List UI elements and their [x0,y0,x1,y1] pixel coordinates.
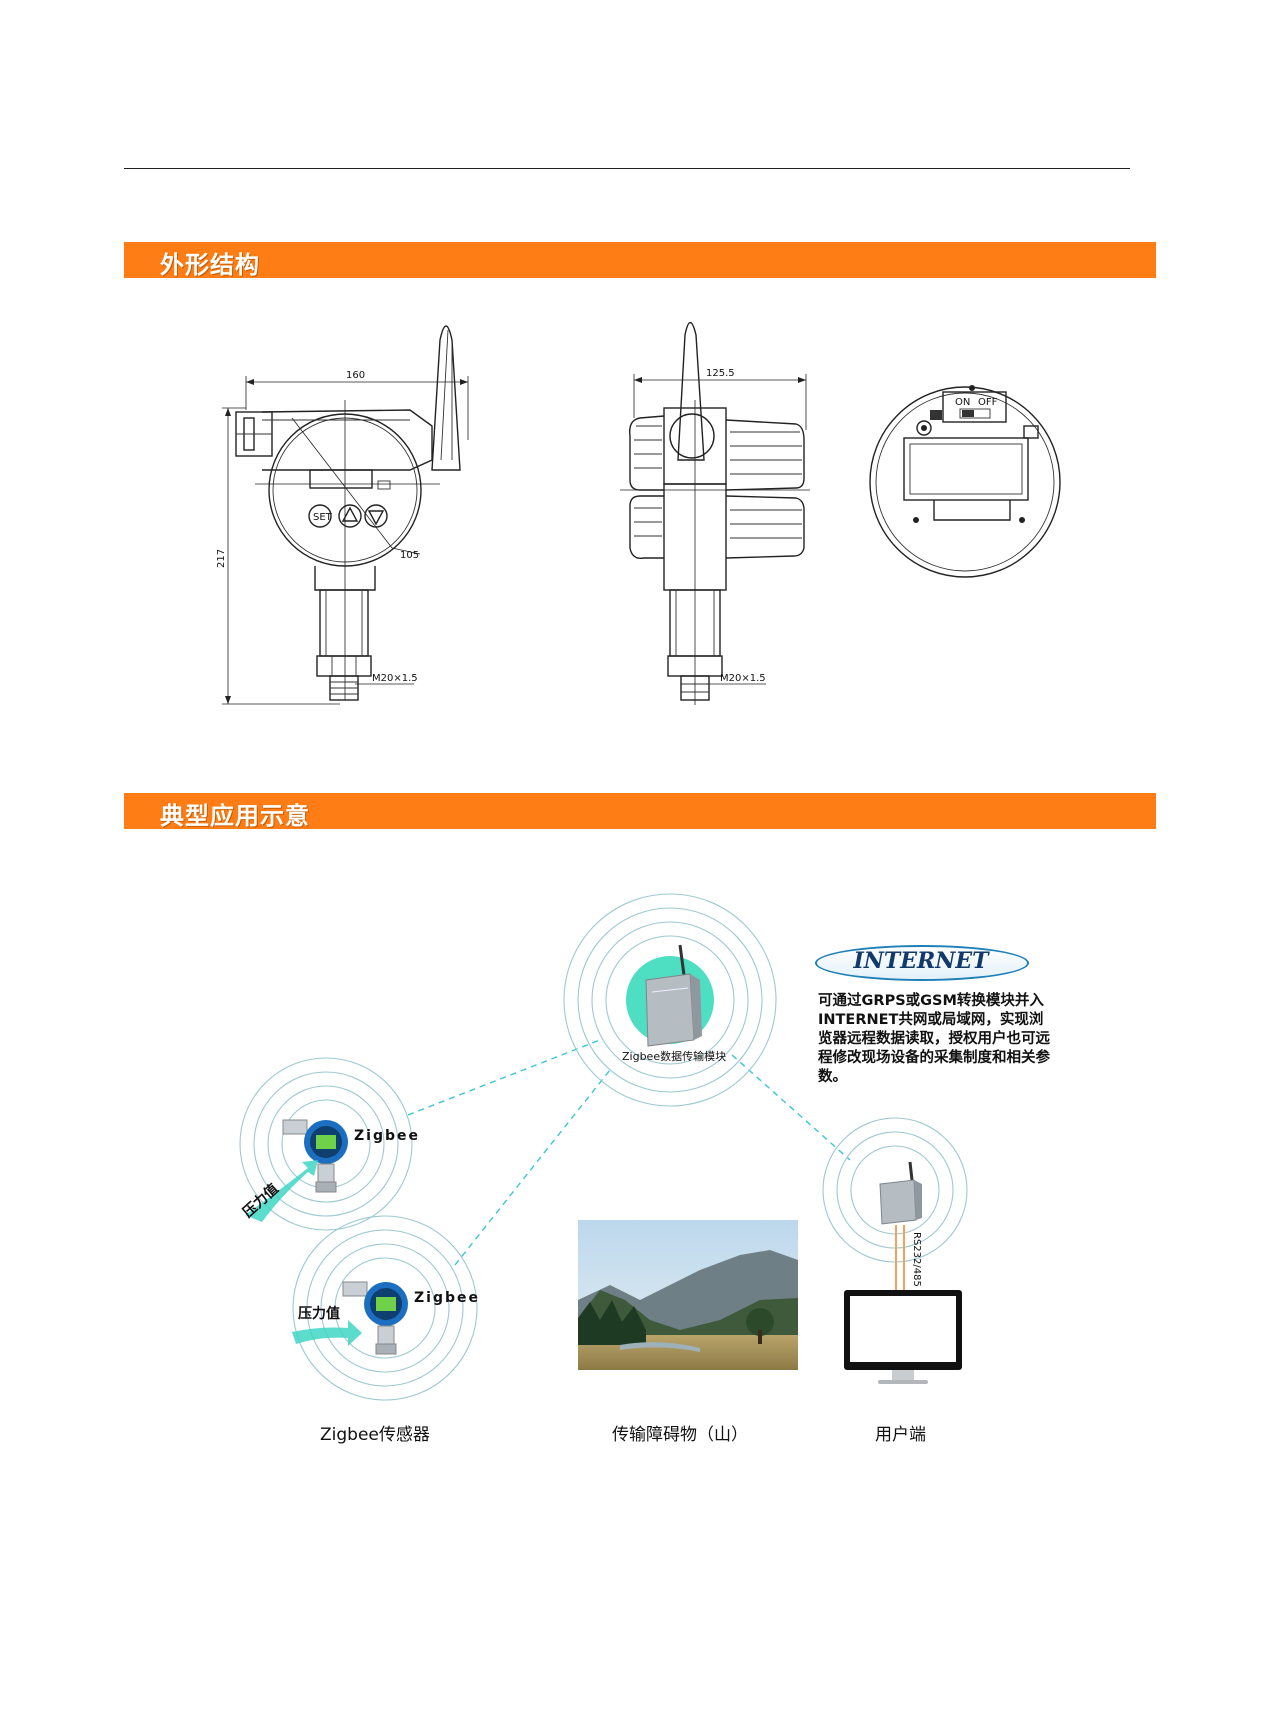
section-banner-application: 典型应用示意 [124,793,1156,830]
mountain-obstacle-image [578,1220,798,1370]
section-title-structure: 外形结构 [160,251,260,279]
section-banner-structure: 外形结构 [124,242,1156,279]
internet-logo: INTERNET [815,945,1029,981]
caption-user: 用户端 [875,1425,926,1445]
module-label: Zigbee数据传输模块 [622,1049,726,1063]
rs-label: RS232/485 [911,1232,922,1287]
sensor1-device [245,1119,348,1222]
network-links [407,1039,851,1266]
dim-front-width: 160 [346,370,365,381]
section-title-application: 典型应用示意 [160,802,310,830]
internet-logo-ellipse [815,945,1029,981]
dim-side-thread: M20×1.5 [720,673,766,684]
zigbee-module-device [645,944,702,1047]
switch-off-label: OFF [978,397,998,408]
caption-sensor: Zigbee传感器 [320,1425,430,1445]
front-view-drawing: SET 160 217 105 [216,325,469,705]
back-view-drawing: ON OFF [869,385,1061,578]
sensor2-signal-rings [292,1215,478,1401]
switch-on-label: ON [955,397,970,408]
dim-front-diameter: 105 [400,550,419,561]
internet-description: 可通过GRPS或GSM转换模块并入INTERNET共网或局域网，实现浏览器远程数… [818,993,1050,1085]
caption-obstacle: 传输障碍物（山） [612,1425,748,1445]
side-view-drawing: 125.5 M20×1.5 [620,321,810,705]
user-module-device [879,1161,922,1225]
zigbee-label-2: Zigbee [414,1290,480,1306]
internet-logo-text: INTERNET [853,948,989,974]
dim-front-thread: M20×1.5 [372,673,418,684]
header-rule [124,168,1130,169]
user-monitor [844,1290,962,1384]
set-button-label: SET [313,512,333,523]
dim-side-width: 125.5 [706,368,735,379]
rs-cables [895,1225,905,1290]
sensor2-device [292,1281,408,1355]
zigbee-label-1: Zigbee [354,1128,420,1144]
pressure-label-2: 压力值 [298,1305,340,1322]
dim-front-height: 217 [216,549,227,568]
